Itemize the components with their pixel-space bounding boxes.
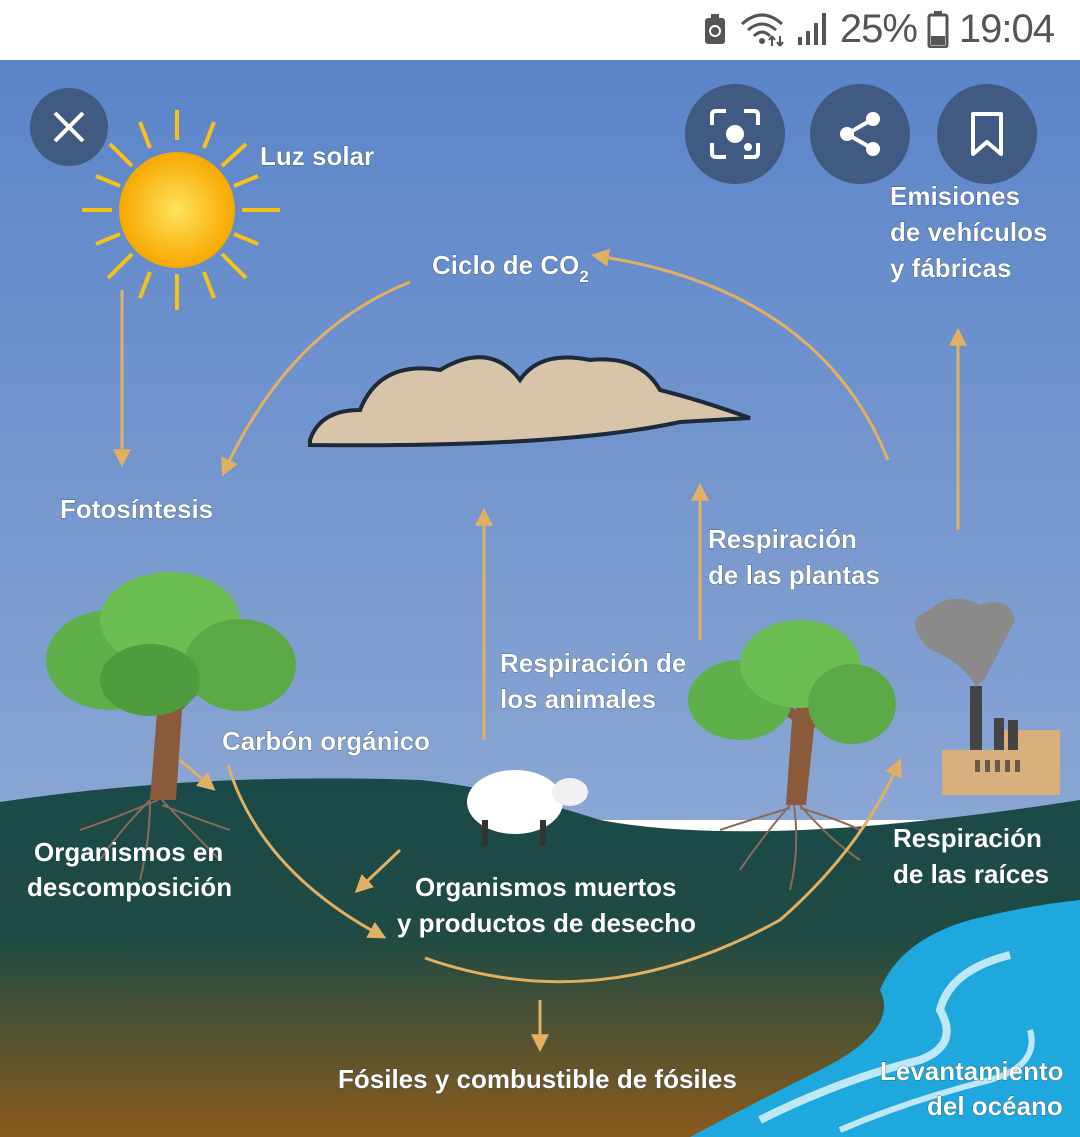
close-icon xyxy=(53,111,85,143)
image-viewer[interactable]: Luz solar Ciclo de CO2 Emisiones de vehí… xyxy=(0,60,1080,1137)
label-dead-organisms-2: y productos de desecho xyxy=(397,908,696,938)
label-ocean-uplift-1: Levantamiento xyxy=(880,1056,1064,1086)
bookmark-icon xyxy=(971,112,1003,156)
ground xyxy=(0,778,1080,1137)
right-roots xyxy=(719,804,861,891)
label-fossils: Fósiles y combustible de fósiles xyxy=(338,1064,737,1094)
label-co2-text: Ciclo de CO xyxy=(432,250,579,280)
label-sunlight: Luz solar xyxy=(260,141,374,171)
label-co2-cycle: Ciclo de CO2 xyxy=(432,250,589,286)
arrow-co2-to-photosynthesis xyxy=(221,280,411,477)
label-ocean-uplift-2: del océano xyxy=(927,1091,1063,1121)
share-icon xyxy=(840,112,880,156)
label-root-respiration-2: de las raíces xyxy=(893,859,1049,889)
close-button[interactable] xyxy=(30,88,108,166)
battery-icon xyxy=(927,11,949,48)
recycle-notification-icon xyxy=(704,14,725,44)
cycle-arrows xyxy=(113,248,967,1053)
clock: 19:04 xyxy=(958,6,1055,51)
ocean-wave xyxy=(838,1029,1035,1133)
label-emissions-1: Emisiones xyxy=(890,181,1020,211)
battery-percent: 25% xyxy=(839,6,918,51)
label-emissions-2: de vehículos xyxy=(890,217,1048,247)
share-button[interactable] xyxy=(810,84,910,184)
status-bar: 25% 19:04 xyxy=(0,0,1080,58)
label-decomposing-2: descomposición xyxy=(27,872,232,902)
left-roots xyxy=(79,799,231,881)
factory xyxy=(915,598,1060,795)
label-animal-respiration-1: Respiración de xyxy=(500,648,686,678)
wifi-icon xyxy=(740,13,784,47)
lens-search-button[interactable] xyxy=(685,84,785,184)
cloud xyxy=(308,355,751,448)
label-root-respiration-1: Respiración xyxy=(893,823,1042,853)
status-right: 25% 19:04 xyxy=(702,0,1055,58)
label-dead-organisms-1: Organismos muertos xyxy=(415,872,677,902)
arrow-dead-to-roots xyxy=(424,758,902,984)
lens-search-icon xyxy=(710,109,760,159)
left-tree xyxy=(46,572,296,800)
sheep xyxy=(467,770,588,846)
label-plant-respiration-1: Respiración xyxy=(708,524,857,554)
ocean xyxy=(690,900,1080,1137)
label-photosynthesis: Fotosíntesis xyxy=(60,494,213,524)
carbon-cycle-diagram: Luz solar Ciclo de CO2 Emisiones de vehí… xyxy=(0,60,1080,1137)
ocean-wave xyxy=(758,951,1011,1124)
label-decomposing-1: Organismos en xyxy=(34,837,223,867)
label-animal-respiration-2: los animales xyxy=(500,684,656,714)
arrow-emissions-to-co2 xyxy=(590,248,890,461)
sun xyxy=(82,110,280,310)
label-plant-respiration-2: de las plantas xyxy=(708,560,880,590)
signal-icon xyxy=(797,13,826,45)
arrow-to-dead xyxy=(354,848,402,893)
label-co2-subscript: 2 xyxy=(579,267,588,286)
bookmark-button[interactable] xyxy=(937,84,1037,184)
label-organic-carbon: Carbón orgánico xyxy=(222,726,430,756)
right-tree xyxy=(688,620,896,805)
arrow-tree-to-ground xyxy=(179,758,216,791)
label-emissions-3: y fábricas xyxy=(890,253,1011,283)
arrow-carbon-down xyxy=(226,764,387,939)
